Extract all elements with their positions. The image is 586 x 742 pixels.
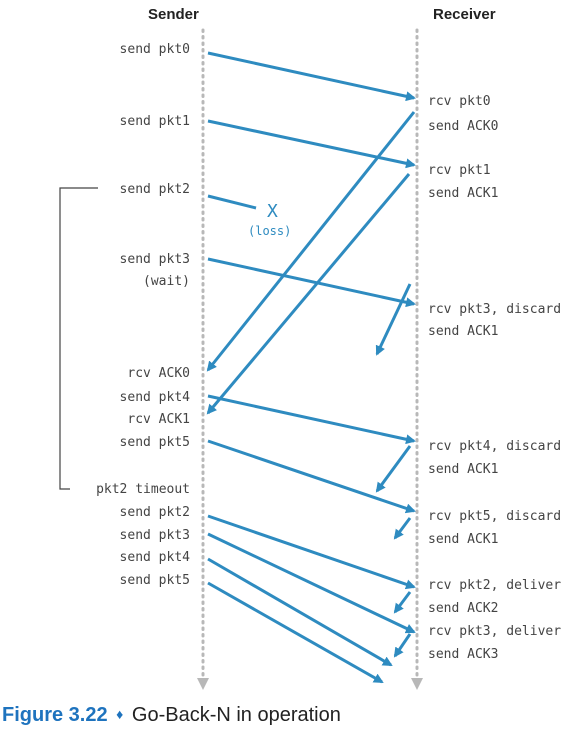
ack3-arrow bbox=[393, 633, 412, 658]
receiver-label-0: rcv pkt0 bbox=[428, 94, 491, 109]
pkt5-arrow bbox=[207, 439, 416, 514]
ack0-arrow bbox=[206, 111, 416, 372]
receiver-label-1: send ACK0 bbox=[428, 119, 498, 134]
receiver-label-3: send ACK1 bbox=[428, 186, 498, 201]
pkt0-arrow bbox=[207, 51, 416, 102]
sender-label-2: send pkt2 bbox=[120, 182, 190, 197]
receiver-label-9: send ACK1 bbox=[428, 532, 498, 547]
sender-label-6: send pkt4 bbox=[120, 390, 191, 405]
sender-label-12: send pkt4 bbox=[120, 550, 191, 565]
receiver-labels: rcv pkt0 send ACK0 rcv pkt1 send ACK1 rcv pk… bbox=[428, 94, 561, 662]
sender-label-5: rcv ACK0 bbox=[127, 366, 190, 381]
ack1-discard-pkt4-arrow bbox=[375, 445, 412, 493]
ack1-discard-pkt5-arrow bbox=[393, 517, 412, 540]
sender-header: Sender bbox=[148, 6, 199, 23]
sender-label-4: (wait) bbox=[143, 274, 190, 289]
receiver-label-8: rcv pkt5, discard bbox=[428, 509, 561, 524]
pkt2-lost-arrow bbox=[207, 194, 257, 210]
message-arrows bbox=[206, 51, 416, 684]
pkt4-arrow bbox=[207, 394, 416, 445]
receiver-label-13: send ACK3 bbox=[428, 647, 498, 662]
sender-label-9: pkt2 timeout bbox=[96, 482, 190, 497]
figure-caption: Figure 3.22 ♦ Go-Back-N in operation bbox=[2, 704, 341, 727]
sender-label-8: send pkt5 bbox=[120, 435, 190, 450]
receiver-label-10: rcv pkt2, deliver bbox=[428, 578, 561, 593]
receiver-label-4: rcv pkt3, discard bbox=[428, 302, 561, 317]
sender-label-11: send pkt3 bbox=[120, 528, 190, 543]
sender-label-0: send pkt0 bbox=[120, 42, 190, 57]
sender-label-3: send pkt3 bbox=[120, 252, 190, 267]
receiver-header: Receiver bbox=[433, 6, 496, 23]
sender-labels: send pkt0 send pkt1 send pkt2 send pkt3 (wai… bbox=[96, 42, 190, 588]
timeout-bracket bbox=[59, 187, 98, 490]
receiver-label-7: send ACK1 bbox=[428, 462, 498, 477]
ack1-arrow bbox=[206, 173, 411, 415]
receiver-label-5: send ACK1 bbox=[428, 324, 498, 339]
caption-separator: ♦ bbox=[116, 706, 124, 722]
ack1-discard-pkt3-arrow bbox=[375, 283, 412, 356]
figure-title: Go-Back-N in operation bbox=[131, 704, 341, 726]
pkt3-resend-arrow bbox=[207, 532, 416, 634]
ack2-arrow bbox=[393, 591, 412, 614]
loss-label: (loss) bbox=[248, 224, 291, 238]
receiver-label-6: rcv pkt4, discard bbox=[428, 439, 561, 454]
receiver-label-12: rcv pkt3, deliver bbox=[428, 624, 561, 639]
pkt4-resend-arrow bbox=[207, 557, 393, 667]
pkt1-arrow bbox=[207, 119, 416, 169]
figure-number: Figure 3.22 bbox=[2, 704, 108, 726]
pkt2-resend-arrow bbox=[207, 514, 416, 590]
sender-label-1: send pkt1 bbox=[120, 114, 190, 129]
sender-label-7: rcv ACK1 bbox=[127, 412, 190, 427]
pkt3-arrow bbox=[207, 257, 416, 308]
sender-label-10: send pkt2 bbox=[120, 505, 190, 520]
sender-label-13: send pkt5 bbox=[120, 573, 190, 588]
loss-mark: X bbox=[267, 201, 278, 222]
receiver-label-11: send ACK2 bbox=[428, 601, 498, 616]
pkt5-resend-arrow bbox=[207, 581, 384, 684]
receiver-label-2: rcv pkt1 bbox=[428, 163, 491, 178]
